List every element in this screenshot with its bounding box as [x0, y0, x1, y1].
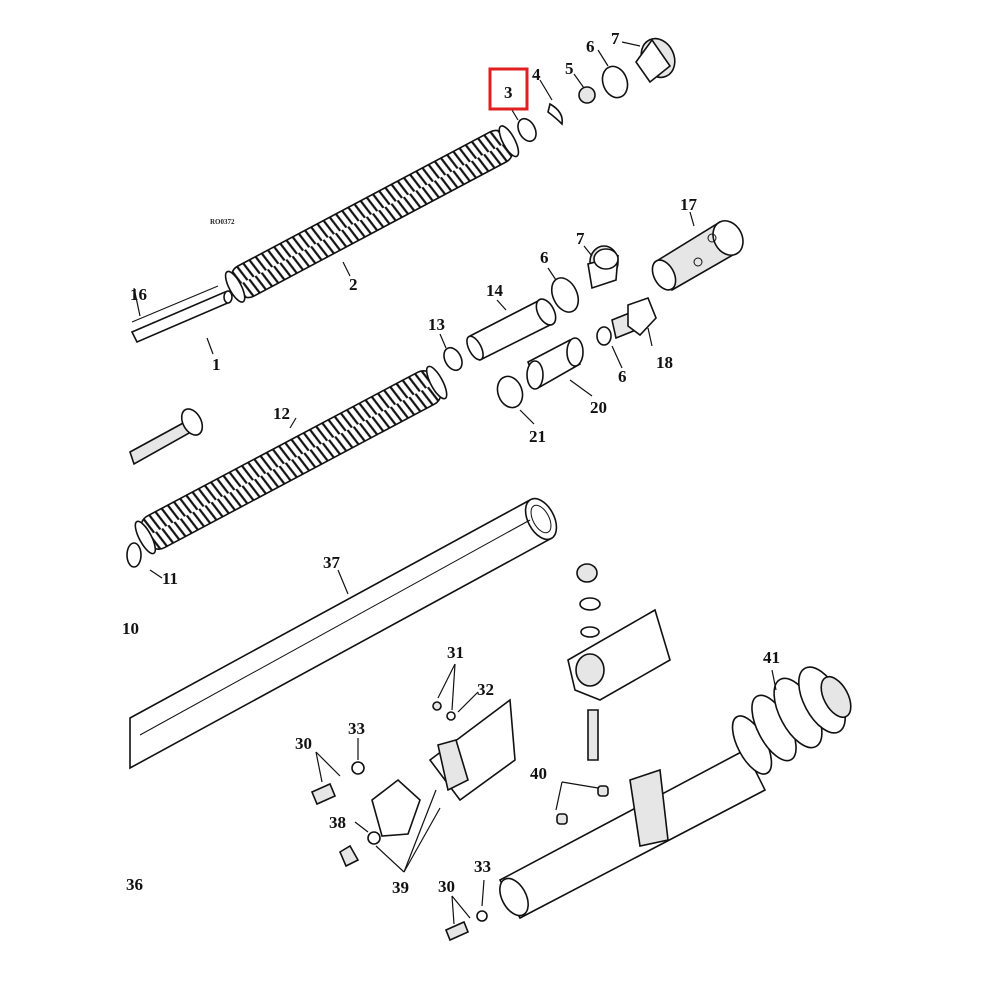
- retaining-ring-4: [547, 102, 564, 126]
- fork-spring-lower: [134, 365, 448, 555]
- damper-rod: [130, 285, 233, 344]
- label-1: 1: [212, 355, 221, 374]
- dowel-40a: [597, 785, 609, 797]
- label-30-lower: 30: [438, 877, 455, 896]
- spacer-tube-14: [466, 298, 557, 362]
- label-12: 12: [273, 404, 290, 423]
- bracket-bolt: [587, 709, 599, 761]
- label-40: 40: [530, 764, 547, 783]
- label-32: 32: [477, 680, 494, 699]
- spacer-5: [578, 86, 596, 104]
- washer-3: [517, 117, 537, 143]
- label-13: 13: [428, 315, 445, 334]
- cap-7-top: [635, 37, 676, 84]
- oring-6-small: [596, 326, 612, 346]
- highlight-box: [488, 67, 529, 111]
- label-33-lower: 33: [474, 857, 491, 876]
- label-39: 39: [392, 878, 409, 897]
- axle-clamp-38: [371, 778, 421, 837]
- label-17: 17: [680, 195, 698, 214]
- nut-stack: [576, 563, 601, 638]
- label-16: 16: [130, 285, 147, 304]
- oring-6-mid: [550, 277, 580, 313]
- sleeve-20: [526, 337, 584, 390]
- label-38: 38: [329, 813, 346, 832]
- label-30-upper: 30: [295, 734, 312, 753]
- label-18: 18: [656, 353, 673, 372]
- washer-33-upper: [351, 761, 365, 775]
- cap-7-mid: [587, 245, 619, 290]
- label-36: 36: [126, 875, 143, 894]
- label-7-mid: 7: [576, 229, 585, 248]
- washer-11: [126, 542, 142, 568]
- screw-30-lower: [444, 920, 470, 942]
- label-11: 11: [162, 569, 178, 588]
- label-7-top: 7: [611, 29, 620, 48]
- caliper-mount-left: [428, 698, 516, 802]
- label-37: 37: [323, 553, 341, 572]
- label-14: 14: [486, 281, 504, 300]
- top-plug-17: [651, 220, 744, 292]
- label-3: 3: [504, 83, 513, 102]
- washer-32: [446, 711, 456, 721]
- fork-spring-upper: [224, 125, 520, 303]
- pin-31: [432, 701, 442, 711]
- washer-21: [496, 375, 524, 409]
- bolt-18: [611, 296, 657, 340]
- label-33-upper: 33: [348, 719, 365, 738]
- fork-slider-41: [498, 748, 767, 920]
- washer-13: [443, 346, 463, 372]
- washer-33-lower: [476, 910, 488, 922]
- fork-boot: [731, 666, 852, 775]
- damper-bolt: [129, 408, 204, 466]
- fork-tube: [129, 497, 558, 770]
- label-31: 31: [447, 643, 464, 662]
- label-2: 2: [349, 275, 358, 294]
- caliper-bracket-upper: [567, 608, 671, 701]
- dowel-40b: [556, 813, 568, 825]
- label-10: 10: [122, 619, 139, 638]
- nut-38: [338, 844, 360, 868]
- label-41: 41: [763, 648, 780, 667]
- screw-30-upper: [310, 782, 337, 806]
- label-6-mid: 6: [540, 248, 549, 267]
- label-6-top: 6: [586, 37, 595, 56]
- oring-6-top: [601, 65, 629, 99]
- washer-38: [367, 831, 381, 845]
- label-5: 5: [565, 59, 574, 78]
- label-4: 4: [532, 65, 541, 84]
- label-20: 20: [590, 398, 607, 417]
- leader-lines: [133, 41, 777, 925]
- diagram-code: RO0372: [210, 218, 235, 226]
- label-6-small: 6: [618, 367, 627, 386]
- label-21: 21: [529, 427, 546, 446]
